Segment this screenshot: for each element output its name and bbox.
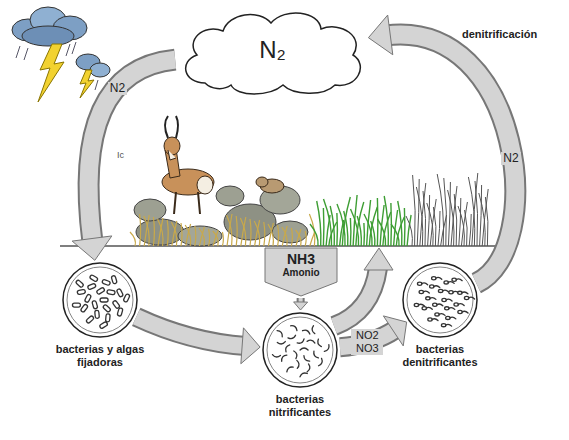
ground-line — [60, 246, 498, 247]
green-grass — [310, 195, 411, 246]
node-caption: bacterias y algas fijadoras — [48, 343, 152, 369]
cycle-arrow — [368, 15, 515, 283]
edge-label: N2 — [108, 82, 127, 95]
node-caption: bacterias nitrificantes — [245, 393, 355, 419]
stray-label: Ic — [117, 150, 124, 160]
cloud-label: N₂ — [259, 36, 286, 64]
storm-cloud — [12, 7, 110, 102]
cycle-arrow — [294, 298, 308, 310]
edge-label: NO2 NO3 — [351, 329, 383, 355]
cycle-arrow — [72, 60, 175, 261]
dry-grass — [130, 214, 315, 246]
arrow-box: NH3Amonio — [265, 248, 337, 296]
bacteria-circle: bacterias denitrificantes — [402, 262, 478, 338]
rocks — [134, 186, 308, 246]
node-caption: bacterias denitrificantes — [385, 343, 495, 369]
small-animal — [256, 177, 284, 193]
node-outline — [262, 312, 338, 388]
sketch-grass — [406, 173, 488, 246]
bacteria-circle: bacterias nitrificantes — [262, 312, 338, 388]
node-outline — [62, 262, 138, 338]
antelope — [162, 116, 214, 214]
bacteria-circle: bacterias y algas fijadoras — [62, 262, 138, 338]
cycle-arrow — [136, 317, 260, 364]
cloud-node: N₂ — [175, 5, 370, 95]
node-outline — [402, 262, 478, 338]
uptake-arrow — [334, 248, 393, 326]
formula-label: NH3 — [265, 251, 337, 267]
edge-label: N2 — [501, 152, 520, 165]
process-label: denitrificación — [462, 28, 537, 40]
node-label: Amonio — [265, 267, 337, 279]
